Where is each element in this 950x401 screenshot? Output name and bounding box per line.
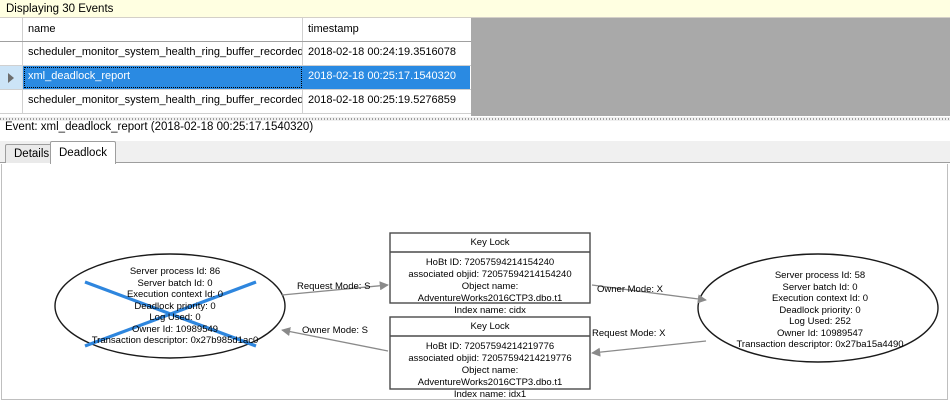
- tab-details-label: Details: [14, 148, 50, 160]
- process-right-line-0: Server process Id: 58: [774, 270, 866, 281]
- resource-node-top: [389, 232, 591, 304]
- process-right-line-2: Execution context Id: 0: [771, 293, 869, 304]
- row-selector[interactable]: [0, 66, 23, 89]
- resource-top-line-2: Object name: AdventureWorks2016CTP3.dbo.…: [417, 281, 563, 304]
- process-left-line-6: Transaction descriptor: 0x27b985d1ac0: [91, 335, 259, 346]
- victim-cross-icon: [84, 280, 257, 348]
- cell-timestamp[interactable]: 2018-02-18 00:24:19.3516078: [308, 46, 457, 58]
- edge-label-bottom-owner-left: Owner Mode: S: [302, 325, 368, 336]
- events-grid-header: name timestamp: [0, 18, 471, 42]
- event-detail-title: Event: xml_deadlock_report (2018-02-18 0…: [0, 121, 950, 139]
- table-row[interactable]: scheduler_monitor_system_health_ring_buf…: [0, 42, 471, 66]
- process-node-right-text: Server process Id: 58 Server batch Id: 0…: [700, 270, 940, 351]
- resource-top-line-3: Index name: cidx: [454, 305, 526, 316]
- deadlock-graph-svg: [54, 232, 939, 390]
- process-left-line-0: Server process Id: 86: [129, 266, 221, 277]
- splitter-grip: [0, 118, 950, 120]
- resource-bottom-line-2: Object name: AdventureWorks2016CTP3.dbo.…: [417, 365, 563, 388]
- resource-top-title: Key Lock: [470, 237, 510, 248]
- deadlock-graph-canvas[interactable]: Server process Id: 86 Server batch Id: 0…: [0, 163, 950, 401]
- table-row[interactable]: scheduler_monitor_system_health_ring_buf…: [0, 90, 471, 114]
- process-right-line-6: Transaction descriptor: 0x27ba15a4490: [736, 339, 904, 350]
- process-right-line-1: Server batch Id: 0: [782, 281, 858, 293]
- edge-label-left-request-top: Request Mode: S: [297, 281, 371, 292]
- resource-bottom-line-1: associated objid: 72057594214219776: [408, 353, 572, 364]
- events-count-label: Displaying 30 Events: [6, 2, 114, 15]
- cell-name[interactable]: scheduler_monitor_system_health_ring_buf…: [23, 90, 303, 113]
- resource-top-body: HoBt ID: 72057594214154240 associated ob…: [391, 257, 589, 317]
- resource-bottom-line-0: HoBt ID: 72057594214219776: [425, 341, 555, 352]
- horizontal-splitter[interactable]: [0, 116, 950, 121]
- column-header-timestamp[interactable]: timestamp: [308, 23, 359, 35]
- edge-right-request-bottom: [591, 340, 707, 357]
- process-right-line-5: Owner Id: 10989547: [776, 327, 864, 339]
- process-node-left-text: Server process Id: 86 Server batch Id: 0…: [60, 266, 290, 347]
- cell-timestamp[interactable]: 2018-02-18 00:25:19.5276859: [308, 94, 457, 106]
- edge-bottom-owner-left: [281, 327, 389, 352]
- process-right-line-4: Log Used: 252: [789, 316, 851, 327]
- events-count-bar: Displaying 30 Events: [0, 0, 950, 18]
- process-left-line-4: Log Used: 0: [149, 312, 201, 323]
- tab-deadlock[interactable]: Deadlock: [50, 141, 116, 164]
- resource-bottom-body: HoBt ID: 72057594214219776 associated ob…: [391, 341, 589, 401]
- process-left-line-5: Owner Id: 10989549: [131, 323, 219, 335]
- resource-bottom-line-3: Index name: idx1: [453, 389, 527, 400]
- edge-label-right-request-bottom: Request Mode: X: [592, 328, 666, 339]
- process-left-line-3: Deadlock priority: 0: [134, 300, 216, 312]
- tab-details[interactable]: Details: [5, 144, 59, 163]
- detail-tabstrip: Details Deadlock: [0, 141, 950, 164]
- process-node-right: [697, 253, 939, 363]
- cell-name[interactable]: xml_deadlock_report: [23, 66, 303, 89]
- process-left-line-1: Server batch Id: 0: [137, 277, 213, 289]
- process-left-line-2: Execution context Id: 0: [126, 289, 224, 300]
- row-selector[interactable]: [0, 42, 23, 65]
- edge-top-owner-right: [591, 284, 707, 304]
- tab-deadlock-label: Deadlock: [59, 147, 107, 159]
- events-grid[interactable]: name timestamp scheduler_monitor_system_…: [0, 18, 950, 116]
- edge-label-top-owner-right: Owner Mode: X: [597, 284, 663, 295]
- current-row-arrow-icon: [8, 73, 14, 83]
- cell-name[interactable]: scheduler_monitor_system_health_ring_buf…: [23, 42, 303, 65]
- process-right-line-3: Deadlock priority: 0: [779, 304, 861, 316]
- resource-top-line-0: HoBt ID: 72057594214154240: [425, 257, 555, 268]
- resource-top-line-1: associated objid: 72057594214154240: [408, 269, 572, 280]
- table-row-selected[interactable]: xml_deadlock_report 2018-02-18 00:25:17.…: [0, 66, 471, 90]
- column-header-name[interactable]: name: [23, 18, 303, 41]
- resource-node-bottom: [389, 316, 591, 390]
- process-node-left: [54, 253, 286, 359]
- resource-bottom-title: Key Lock: [470, 321, 510, 332]
- cell-timestamp[interactable]: 2018-02-18 00:25:17.1540320: [303, 66, 470, 89]
- edge-left-request-top: [281, 281, 389, 296]
- row-selector-header: [0, 18, 23, 41]
- events-grid-rows: name timestamp scheduler_monitor_system_…: [0, 18, 471, 116]
- row-selector[interactable]: [0, 90, 23, 113]
- event-detail-title-label: Event: xml_deadlock_report (2018-02-18 0…: [5, 121, 314, 133]
